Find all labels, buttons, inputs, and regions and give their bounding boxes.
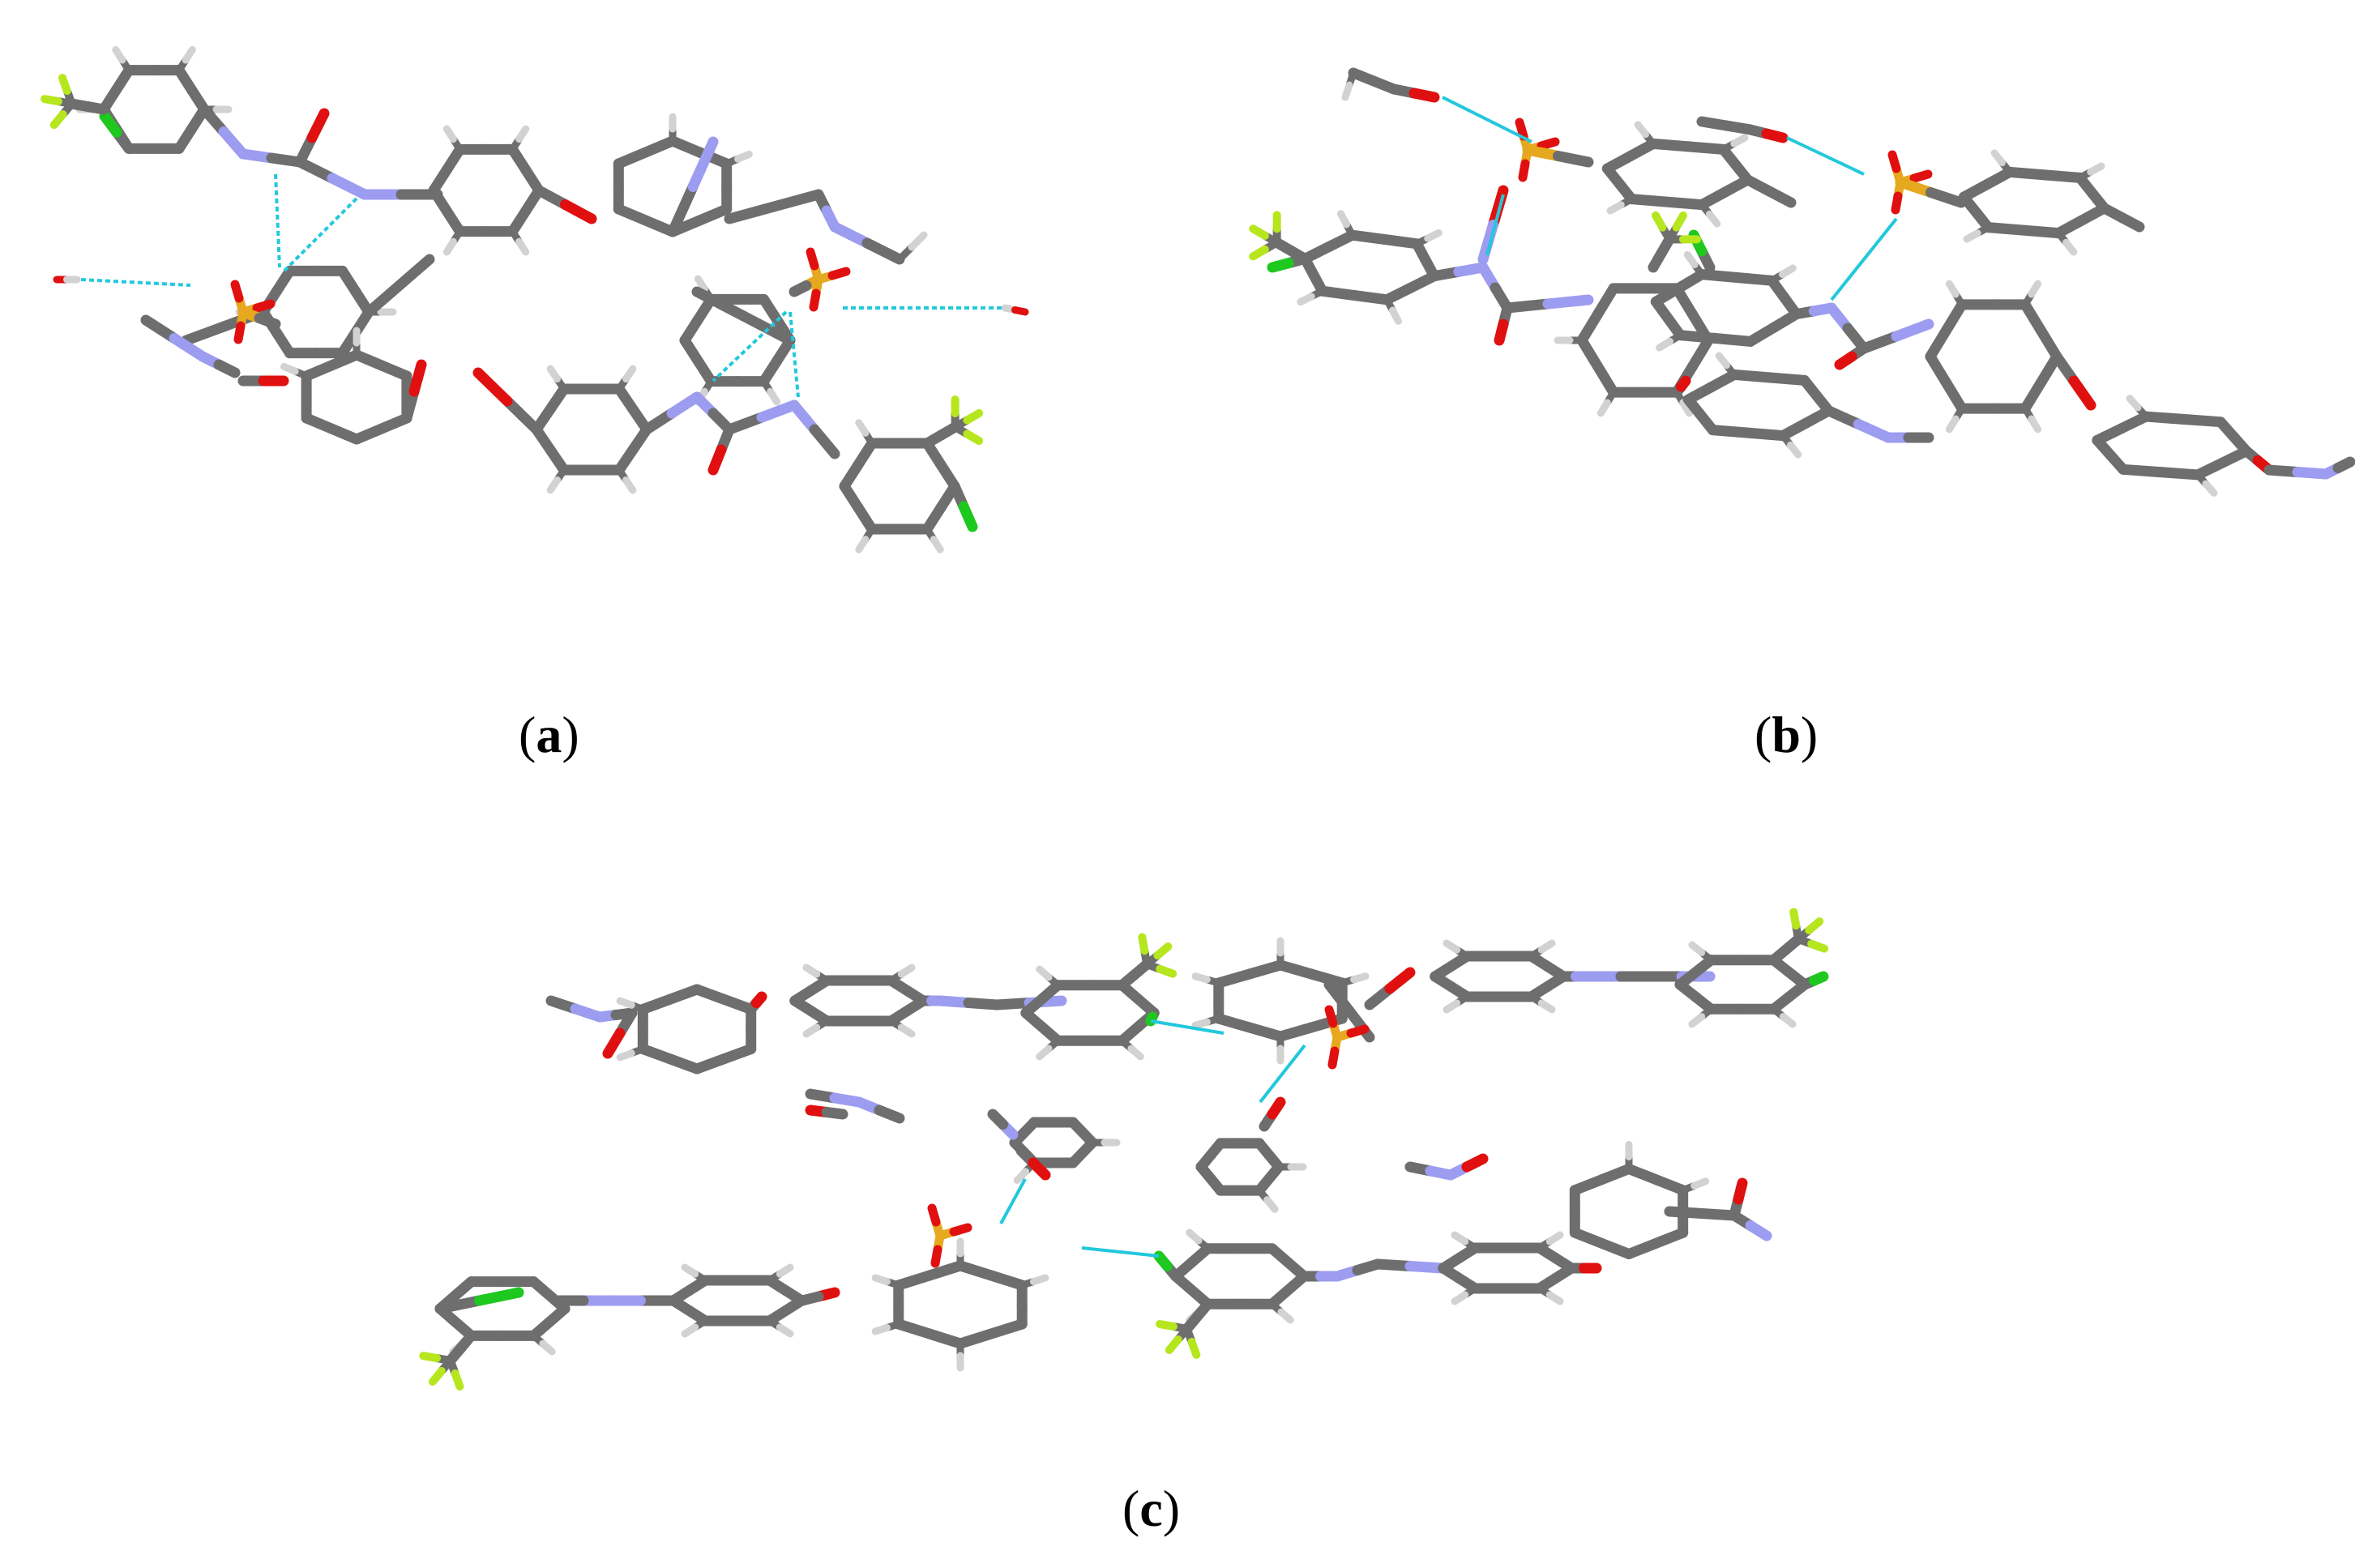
panel-label-b: (b) xyxy=(1754,706,1819,763)
panel-a-packing-diagram xyxy=(41,45,1029,553)
panel-label-a: (a) xyxy=(519,706,579,763)
panel-label-c: (c) xyxy=(1122,1480,1181,1537)
panel-b-packing-diagram xyxy=(1249,67,2355,497)
panel-c-packing-diagram xyxy=(419,908,1829,1391)
